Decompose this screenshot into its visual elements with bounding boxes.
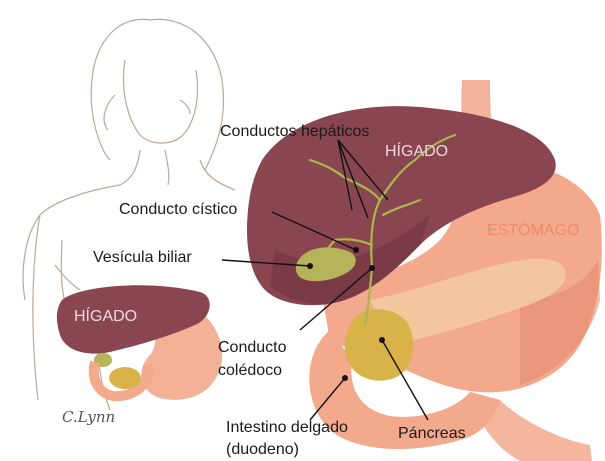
leader-dot-duodenum bbox=[342, 375, 348, 381]
label-stomach: ESTÓMAGO bbox=[487, 220, 579, 239]
label-gallbladder: Vesícula biliar bbox=[93, 249, 192, 266]
small-organ-inset bbox=[57, 285, 222, 400]
label-liver-large: HÍGADO bbox=[385, 141, 448, 160]
leader-dot-pancreas bbox=[379, 337, 385, 343]
small-pancreas-shape bbox=[109, 367, 141, 389]
label-pancreas: Páncreas bbox=[398, 425, 466, 442]
label-small-intestine-line1: Intestino delgado bbox=[226, 419, 348, 436]
label-cystic-duct: Conducto cístico bbox=[119, 201, 237, 218]
label-common-bile-duct-line2: colédoco bbox=[218, 362, 282, 379]
label-common-bile-duct-line1: Conducto bbox=[218, 339, 287, 356]
intestine-loop-shape bbox=[470, 392, 592, 461]
label-small-intestine-line2: (duodeno) bbox=[226, 441, 299, 458]
leader-dot-common-bile-duct bbox=[369, 265, 375, 271]
pancreas-head-shape bbox=[345, 309, 413, 380]
artist-signature: C.Lynn bbox=[62, 408, 115, 426]
leader-dot-cystic bbox=[353, 247, 359, 253]
leader-dot-gallbladder bbox=[307, 263, 313, 269]
label-hepatic-ducts: Conductos hepáticos bbox=[220, 123, 369, 140]
label-liver-small: HÍGADO bbox=[74, 306, 137, 325]
